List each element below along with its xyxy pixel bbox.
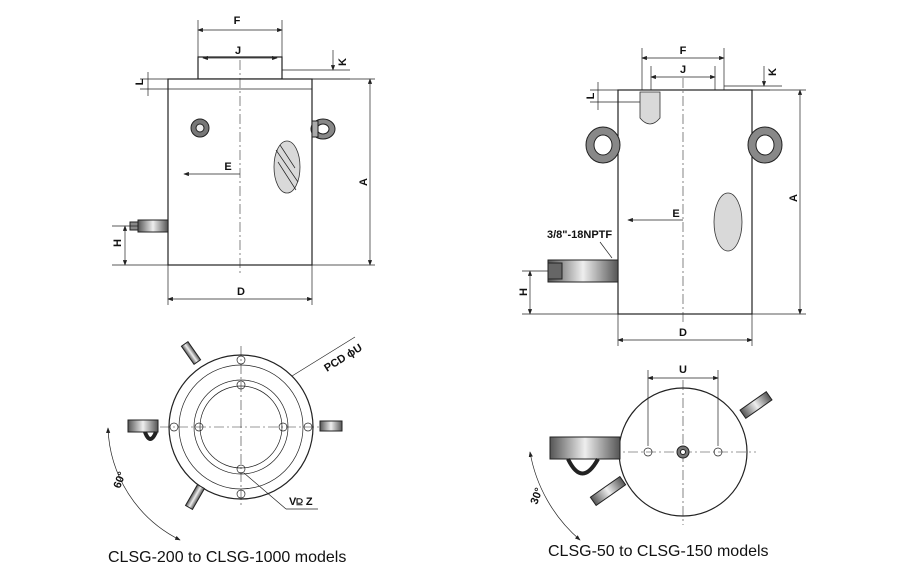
right-dim-f: F [680, 45, 687, 57]
right-dim-h: H [518, 288, 530, 296]
right-dim-u: U [679, 364, 687, 376]
left-top-view: PCD ϕU V⫒ Z 60° [106, 336, 365, 541]
right-dim-d: D [679, 327, 687, 339]
right-caption: CLSG-50 to CLSG-150 models [548, 543, 769, 560]
left-thread-label: V⫒ Z [289, 496, 313, 508]
right-dim-e: E [672, 208, 679, 220]
mounting-holes [169, 355, 313, 499]
left-dim-d: D [237, 286, 245, 298]
right-side-view: F J K L A E 3/8"-18NPTF [518, 45, 806, 346]
handle-hole [273, 140, 301, 194]
left-dim-h: H [112, 239, 124, 247]
left-pcd-label: PCD ϕU [322, 342, 364, 375]
side-coupler [137, 219, 169, 233]
right-port-label: 3/8"-18NPTF [547, 229, 612, 241]
right-dim-j: J [680, 64, 686, 76]
left-dim-j: J [235, 45, 241, 57]
right-angle-label: 30° [529, 486, 546, 506]
side-hole [713, 192, 743, 252]
left-dim-k: K [337, 58, 349, 66]
right-dim-k: K [767, 68, 779, 76]
left-dim-e: E [224, 161, 231, 173]
left-dim-l: L [134, 78, 146, 85]
left-dim-a: A [358, 178, 370, 186]
left-angle-label: 60° [112, 470, 129, 490]
left-caption: CLSG-200 to CLSG-1000 models [108, 549, 346, 566]
right-top-view: U 30° [529, 364, 773, 541]
left-side-view: F J K L A E [112, 15, 375, 305]
right-dim-l: L [585, 92, 597, 99]
right-dim-a: A [788, 194, 800, 202]
left-dim-f: F [234, 15, 241, 27]
